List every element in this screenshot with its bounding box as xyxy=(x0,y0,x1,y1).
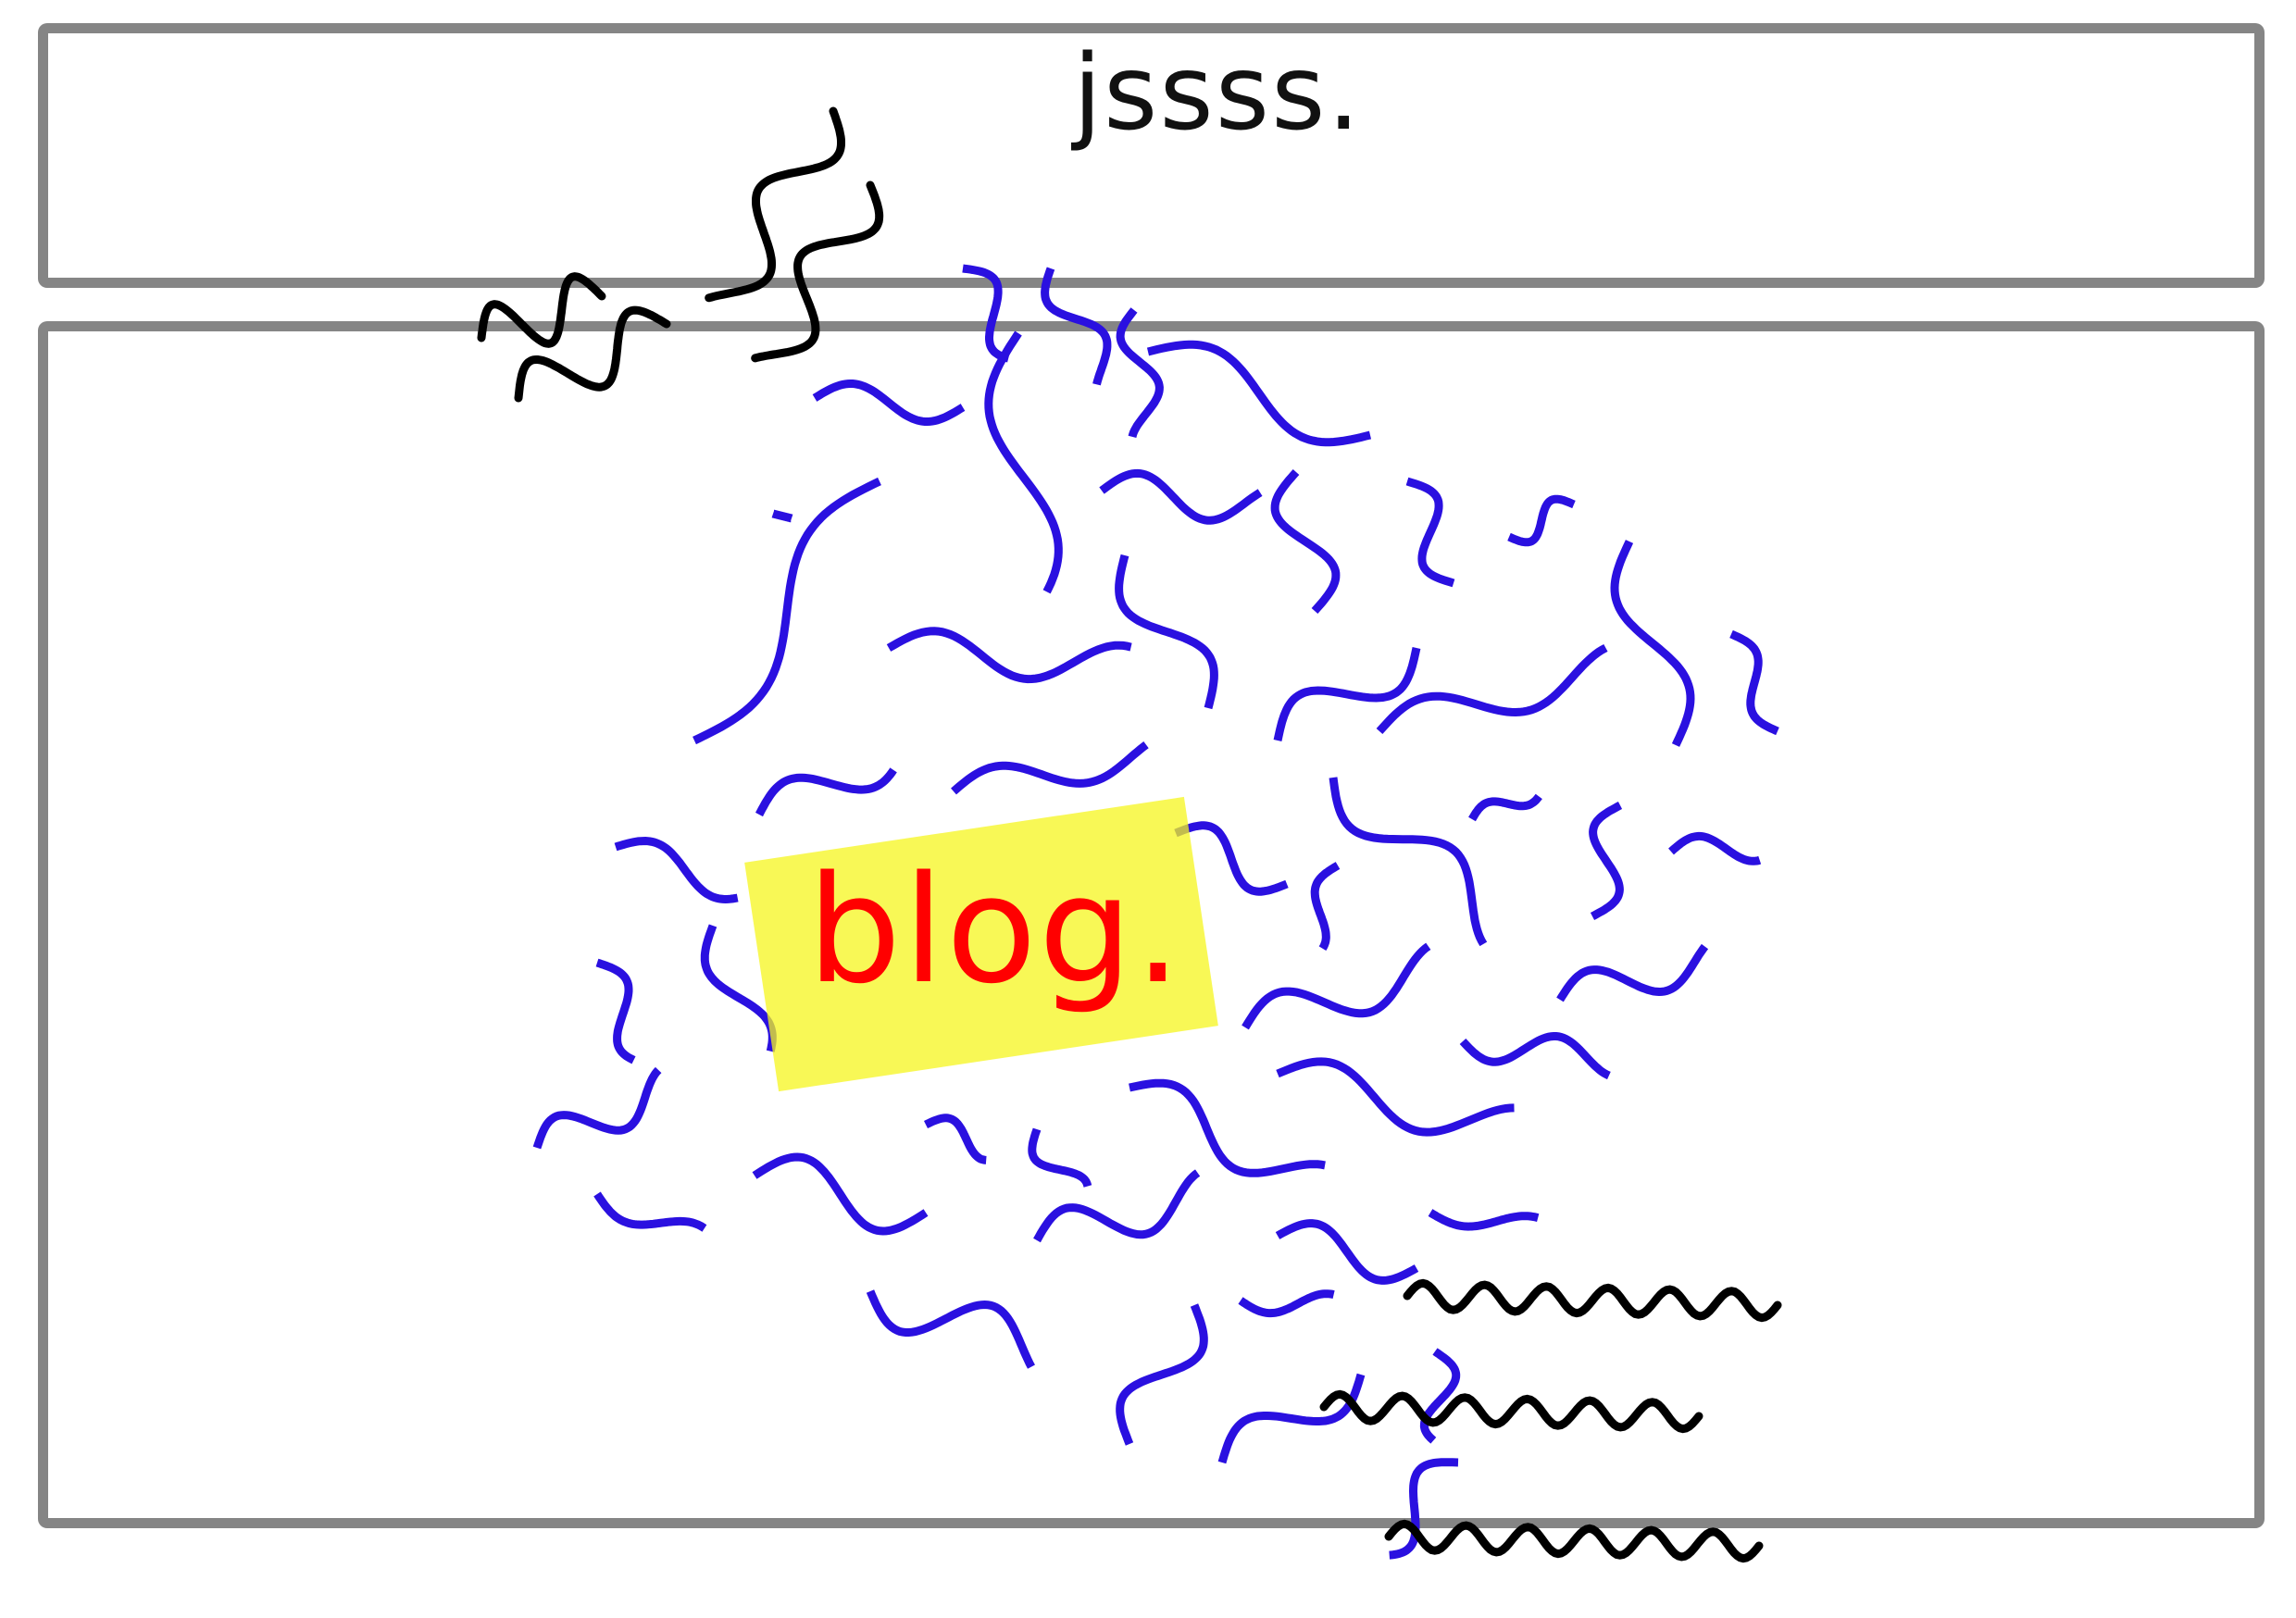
squiggle-stroke xyxy=(984,330,1063,594)
squiggle-stroke xyxy=(1275,1219,1419,1285)
squiggle-stroke xyxy=(1099,468,1263,525)
squiggle-stroke xyxy=(595,958,636,1064)
squiggle-stroke xyxy=(1146,340,1372,447)
squiggle-stroke xyxy=(752,1152,929,1236)
squiggle-stroke-black xyxy=(1384,1519,1764,1563)
squiggle-stroke xyxy=(1116,307,1164,438)
squiggle-stroke xyxy=(1115,554,1218,710)
squiggle-stroke xyxy=(1174,821,1289,896)
squiggle-stroke-black xyxy=(1319,1389,1703,1434)
squiggle-stroke xyxy=(1729,629,1779,736)
squiggle-stroke xyxy=(1329,777,1488,947)
squiggle-stroke xyxy=(886,627,1132,684)
squiggle-stroke xyxy=(1028,1127,1092,1188)
squiggle-stroke-black xyxy=(705,106,845,303)
squiggle-stroke xyxy=(693,477,881,745)
header-banner xyxy=(38,23,2265,288)
squiggle-stroke xyxy=(1242,942,1431,1030)
squiggle-stroke xyxy=(1270,468,1341,615)
squiggle-stroke xyxy=(1405,477,1455,588)
blog-link[interactable]: blog. xyxy=(806,843,1184,1016)
squiggle-stroke xyxy=(923,1114,987,1164)
squiggle-stroke xyxy=(771,509,793,523)
squiggle-stroke-black xyxy=(1403,1278,1782,1323)
squiggle-stroke xyxy=(1376,643,1608,735)
squiggle-stroke xyxy=(755,767,897,817)
squiggle-stroke xyxy=(614,836,739,904)
squiggle-stroke xyxy=(1556,943,1709,1002)
squiggle-stroke xyxy=(1033,1169,1201,1243)
squiggle-stroke-black xyxy=(751,180,884,363)
squiggle-stroke xyxy=(1217,1373,1366,1464)
squiggle-stroke xyxy=(1507,494,1576,547)
squiggle-stroke xyxy=(1276,1057,1515,1137)
squiggle-stroke xyxy=(962,264,1010,363)
squiggle-stroke xyxy=(866,1289,1035,1369)
squiggle-stroke-black xyxy=(477,272,606,348)
site-title[interactable]: jssss. xyxy=(1072,33,1363,154)
squiggle-stroke xyxy=(1428,1209,1540,1231)
squiggle-stroke xyxy=(532,1066,662,1150)
squiggle-stroke xyxy=(1610,540,1695,747)
squiggle-stroke xyxy=(593,1191,707,1232)
squiggle-stroke xyxy=(1310,862,1341,952)
squiggle-stroke xyxy=(812,380,966,426)
squiggle-stroke xyxy=(1668,831,1762,865)
squiggle-stroke xyxy=(1589,802,1624,920)
squiggle-stroke xyxy=(1419,1348,1461,1444)
squiggle-stroke xyxy=(1041,267,1112,386)
squiggle-stroke xyxy=(951,741,1149,795)
squiggle-stroke xyxy=(1116,1303,1208,1446)
squiggle-stroke xyxy=(1459,1032,1611,1080)
squiggle-stroke xyxy=(1273,647,1421,741)
squiggle-stroke xyxy=(1238,1289,1335,1318)
main-content-panel xyxy=(38,321,2265,1528)
squiggle-stroke xyxy=(1129,1078,1326,1177)
squiggle-stroke xyxy=(1389,1458,1459,1560)
squiggle-stroke-black xyxy=(514,305,671,403)
squiggle-stroke xyxy=(1468,793,1542,822)
